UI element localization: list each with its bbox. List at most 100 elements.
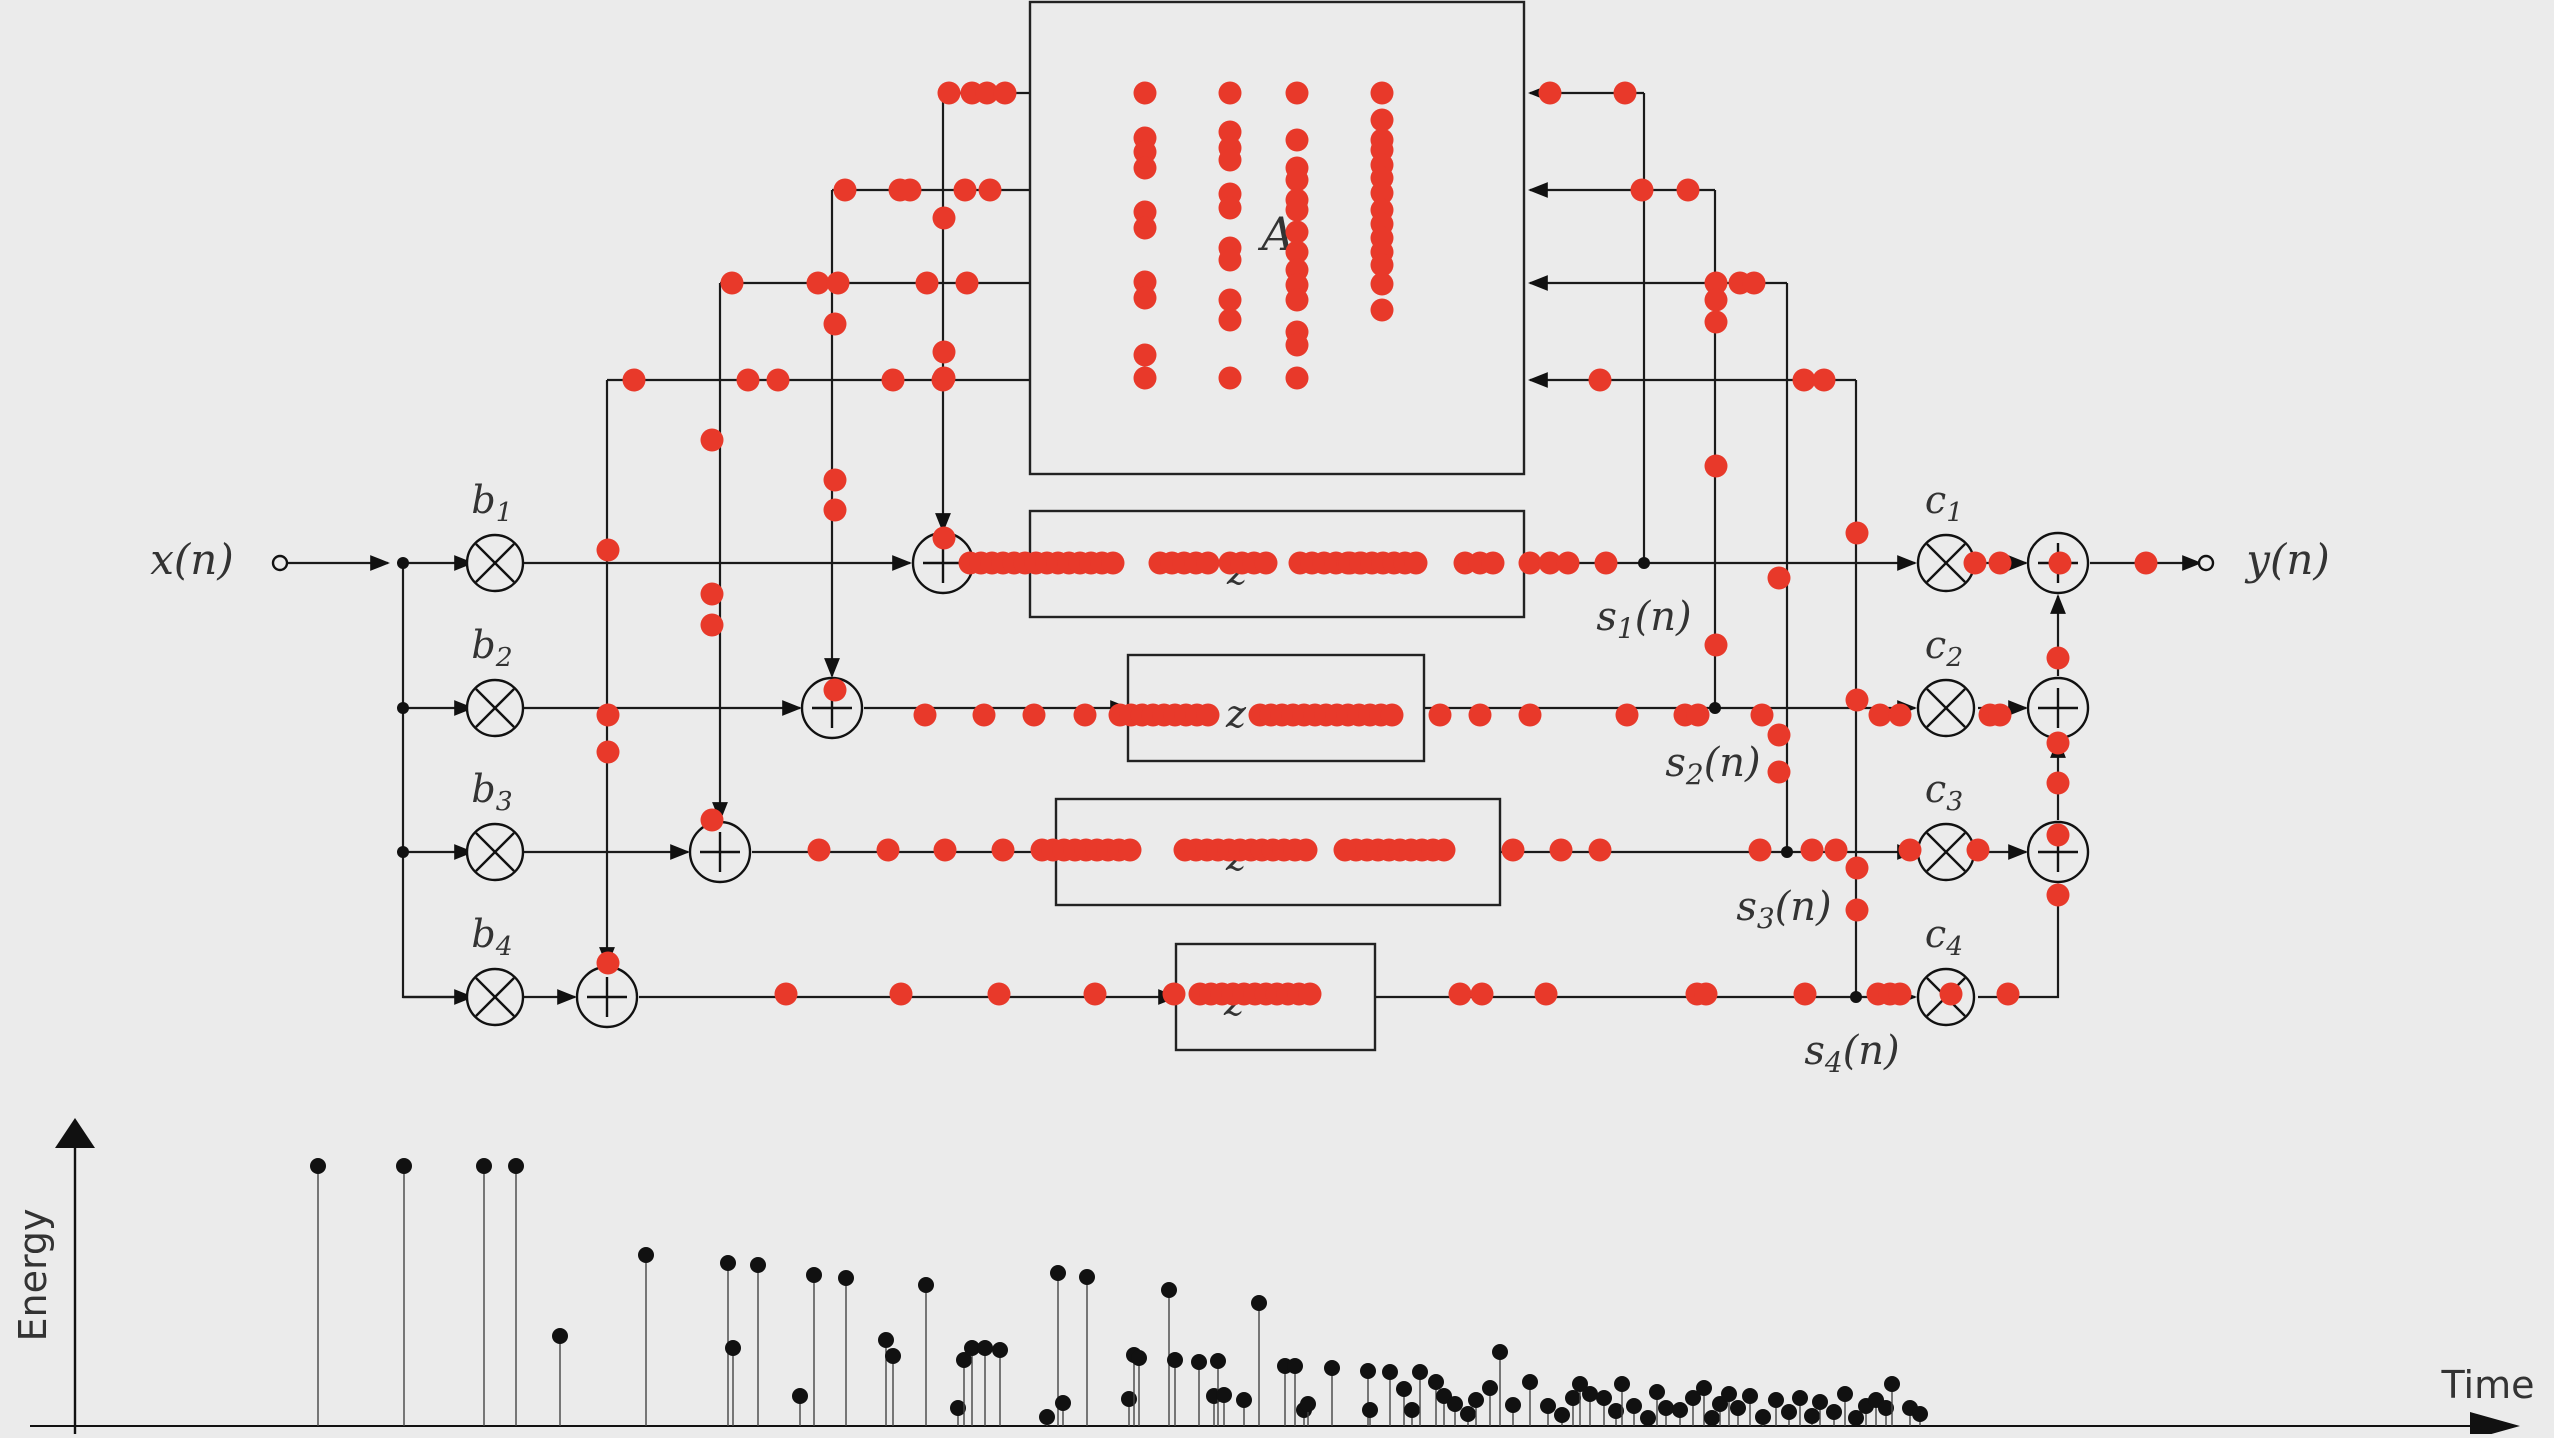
energy-stem-head xyxy=(1792,1390,1808,1406)
cross-stroke xyxy=(475,977,515,1017)
red-dot xyxy=(774,982,798,1006)
red-dot xyxy=(1704,271,1728,295)
red-dot xyxy=(2046,646,2070,670)
red-dot xyxy=(2134,551,2158,575)
energy-stem-head xyxy=(1837,1386,1853,1402)
red-dot xyxy=(1404,551,1428,575)
red-dot xyxy=(1613,81,1637,105)
red-dot xyxy=(1133,81,1157,105)
red-dot xyxy=(1285,220,1309,244)
energy-stem-head xyxy=(1848,1410,1864,1426)
red-dot xyxy=(2046,731,2070,755)
cross-stroke xyxy=(1926,832,1966,872)
energy-stem-head xyxy=(1492,1344,1508,1360)
red-dot xyxy=(1470,982,1494,1006)
red-dot xyxy=(993,81,1017,105)
energy-stem-head xyxy=(1482,1380,1498,1396)
energy-stem-head xyxy=(1884,1376,1900,1392)
red-dot xyxy=(596,538,620,562)
red-dot xyxy=(1133,286,1157,310)
red-dot xyxy=(1676,178,1700,202)
red-dot xyxy=(1898,838,1922,862)
feedback-matrix: A xyxy=(1028,0,1526,476)
red-dot xyxy=(1793,982,1817,1006)
red-dot xyxy=(1800,838,1824,862)
red-dot xyxy=(1133,200,1157,224)
red-dot xyxy=(975,81,999,105)
state-label: s4(n) xyxy=(1804,1028,1899,1079)
red-dot xyxy=(823,678,847,702)
red-dot xyxy=(807,838,831,862)
red-dot xyxy=(1966,838,1990,862)
junction-dot xyxy=(397,702,409,714)
output-gain-label: c3 xyxy=(1925,767,1963,817)
energy-stem-head xyxy=(1436,1388,1452,1404)
red-dot xyxy=(1824,838,1848,862)
energy-stem-head xyxy=(750,1257,766,1273)
red-dot xyxy=(1748,838,1772,862)
red-dot xyxy=(1538,551,1562,575)
red-dot xyxy=(953,178,977,202)
energy-x-label: Time xyxy=(2441,1363,2535,1407)
red-dot xyxy=(1686,703,1710,727)
red-dot xyxy=(987,982,1011,1006)
red-dot xyxy=(736,368,760,392)
red-dot xyxy=(823,312,847,336)
red-dot xyxy=(1812,368,1836,392)
energy-stem-head xyxy=(1412,1364,1428,1380)
red-dot xyxy=(1588,838,1612,862)
energy-stem-head xyxy=(1804,1408,1820,1424)
energy-stem-head xyxy=(1912,1406,1928,1422)
junction-dot xyxy=(1781,846,1793,858)
red-dot xyxy=(991,838,1015,862)
red-dot xyxy=(1704,310,1728,334)
energy-y-arrow xyxy=(55,1118,95,1148)
red-dot xyxy=(1285,81,1309,105)
input-gain-label: b3 xyxy=(471,767,512,817)
red-dot xyxy=(1218,308,1242,332)
red-dot xyxy=(1939,982,1963,1006)
delay-label: z xyxy=(1225,692,1247,736)
red-dot xyxy=(913,703,937,727)
output-multiplier xyxy=(1916,822,1976,882)
red-dot xyxy=(700,613,724,637)
red-dot xyxy=(915,271,939,295)
energy-stem-head xyxy=(1404,1402,1420,1418)
wire xyxy=(401,563,465,999)
red-dot xyxy=(1218,196,1242,220)
red-dot xyxy=(1083,982,1107,1006)
energy-stem-head xyxy=(1050,1265,1066,1281)
energy-stem-head xyxy=(992,1342,1008,1358)
red-dot xyxy=(823,498,847,522)
energy-stem-head xyxy=(1460,1406,1476,1422)
energy-stem-head xyxy=(1704,1410,1720,1426)
red-dot xyxy=(1162,982,1186,1006)
red-dot xyxy=(1481,551,1505,575)
red-dot xyxy=(1588,368,1612,392)
red-dot xyxy=(1694,982,1718,1006)
energy-stem-head xyxy=(1696,1380,1712,1396)
red-dot xyxy=(1556,551,1580,575)
energy-stem-head xyxy=(1672,1402,1688,1418)
red-dot xyxy=(1370,272,1394,296)
red-dot xyxy=(972,703,996,727)
red-dot xyxy=(1432,838,1456,862)
red-dot xyxy=(1742,271,1766,295)
energy-stem-head xyxy=(1360,1363,1376,1379)
state-label: s3(n) xyxy=(1736,884,1831,935)
red-dot xyxy=(1285,333,1309,357)
red-dot xyxy=(1792,368,1816,392)
red-dot xyxy=(1468,703,1492,727)
red-dot xyxy=(1767,723,1791,747)
red-dot xyxy=(1133,216,1157,240)
signal-labels: b1c1b2c2b3c3b4c4s1(n)s2(n)s3(n)s4(n)zz−m… xyxy=(471,478,1963,1079)
red-dot xyxy=(1888,703,1912,727)
red-dot xyxy=(1767,566,1791,590)
red-dot xyxy=(1845,856,1869,880)
junction-dot xyxy=(397,557,409,569)
energy-stem-head xyxy=(950,1400,966,1416)
red-dot xyxy=(932,526,956,550)
red-dot xyxy=(1845,688,1869,712)
energy-stem-head xyxy=(878,1332,894,1348)
red-dot xyxy=(1298,982,1322,1006)
